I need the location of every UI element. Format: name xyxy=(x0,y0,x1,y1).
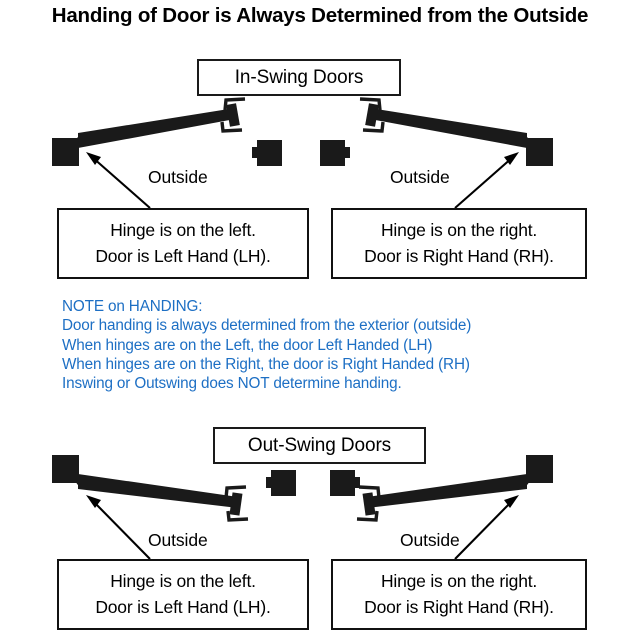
outswing-right-hinge-jamb xyxy=(526,455,553,483)
outswing-right-leader-line xyxy=(454,499,514,560)
outswing-left-door-leaf xyxy=(78,474,238,508)
outswing-right-leader-arrowhead xyxy=(504,495,519,508)
inswing-right-leader-arrowhead xyxy=(504,152,519,165)
outswing-left-hinge-jamb xyxy=(52,455,79,483)
inswing-left-hinge-jamb xyxy=(52,138,79,166)
inswing-left-door-handle-top xyxy=(223,97,246,111)
outswing-caption-right-line1: Hinge is on the right. xyxy=(380,571,538,592)
inswing-center-jamb-right-strike xyxy=(344,147,350,158)
inswing-caption-right-line1: Hinge is on the right. xyxy=(380,220,538,241)
outswing-right-door-handle-bottom xyxy=(356,510,379,522)
inswing-caption-left-line1: Hinge is on the left. xyxy=(110,220,256,241)
inswing-left-leader-arrowhead xyxy=(86,152,101,165)
inswing-right-hinge-pin xyxy=(521,136,529,144)
inswing-header-box: In-Swing Doors xyxy=(197,59,401,96)
inswing-left-door-assembly xyxy=(52,97,246,209)
outswing-center-jambs xyxy=(266,470,360,496)
outswing-outside-label-right: Outside xyxy=(400,530,460,550)
inswing-right-door-assembly xyxy=(359,97,553,209)
inswing-outside-label-right: Outside xyxy=(390,167,450,187)
inswing-right-door-handle-top xyxy=(359,97,382,111)
outswing-caption-box-right: Hinge is on the right. Door is Right Han… xyxy=(331,559,587,630)
inswing-right-door-leaf xyxy=(370,108,527,148)
outswing-header-label: Out-Swing Doors xyxy=(247,434,392,456)
inswing-left-door-leaf xyxy=(78,108,235,148)
outswing-left-leader-arrowhead xyxy=(86,495,101,508)
outswing-right-door-handle-top xyxy=(358,485,381,499)
inswing-header-label: In-Swing Doors xyxy=(234,66,364,88)
inswing-caption-right-line2: Door is Right Hand (RH). xyxy=(364,245,554,266)
outswing-right-hinge-pin xyxy=(521,478,529,486)
inswing-left-hinge-pin xyxy=(76,136,84,144)
outswing-header-box: Out-Swing Doors xyxy=(213,427,426,464)
note-line-3: When hinges are on the Right, the door i… xyxy=(62,355,470,373)
outswing-center-jamb-left xyxy=(271,470,296,496)
outswing-right-door-leaf xyxy=(367,474,527,508)
inswing-center-jambs xyxy=(252,140,350,166)
outswing-caption-box-left: Hinge is on the left. Door is Left Hand … xyxy=(57,559,309,630)
inswing-right-door-handle-bottom xyxy=(362,121,385,133)
note-line-2: When hinges are on the Left, the door Le… xyxy=(62,336,433,354)
outswing-left-door-handle-bottom xyxy=(226,510,249,522)
inswing-caption-box-left: Hinge is on the left. Door is Left Hand … xyxy=(57,208,309,279)
inswing-center-jamb-left xyxy=(257,140,282,166)
inswing-center-jamb-right xyxy=(320,140,345,166)
inswing-right-door-latch-stile xyxy=(365,103,379,127)
outswing-caption-right-line2: Door is Right Hand (RH). xyxy=(364,596,554,617)
page-title: Handing of Door is Always Determined fro… xyxy=(51,4,589,27)
note-heading: NOTE on HANDING: xyxy=(62,298,203,315)
inswing-right-hinge-jamb xyxy=(526,138,553,166)
outswing-left-door-latch-stile xyxy=(229,492,243,516)
inswing-center-jamb-left-strike xyxy=(252,147,258,158)
inswing-left-door-latch-stile xyxy=(226,103,240,127)
outswing-left-leader-line xyxy=(91,499,151,560)
inswing-left-leader-line xyxy=(91,156,151,209)
inswing-right-leader-line xyxy=(454,156,514,209)
inswing-caption-box-right: Hinge is on the right. Door is Right Han… xyxy=(331,208,587,279)
outswing-left-hinge-pin xyxy=(76,478,84,486)
inswing-outside-label-left: Outside xyxy=(148,167,208,187)
note-line-1: Door handing is always determined from t… xyxy=(62,317,472,335)
handing-note-block: NOTE on HANDING: Door handing is always … xyxy=(62,297,471,393)
outswing-center-jamb-right-strike xyxy=(354,477,360,488)
outswing-left-door-handle-top xyxy=(224,485,247,499)
outswing-center-jamb-right xyxy=(330,470,355,496)
outswing-caption-left-line1: Hinge is on the left. xyxy=(110,571,256,592)
outswing-caption-left-line2: Door is Left Hand (LH). xyxy=(95,596,271,617)
inswing-caption-left-line2: Door is Left Hand (LH). xyxy=(95,245,271,266)
note-line-4: Inswing or Outswing does NOT determine h… xyxy=(62,375,402,393)
outswing-center-jamb-left-strike xyxy=(266,477,272,488)
outswing-outside-label-left: Outside xyxy=(148,530,208,550)
inswing-left-door-handle-bottom xyxy=(220,121,243,133)
outswing-right-door-latch-stile xyxy=(362,492,376,516)
